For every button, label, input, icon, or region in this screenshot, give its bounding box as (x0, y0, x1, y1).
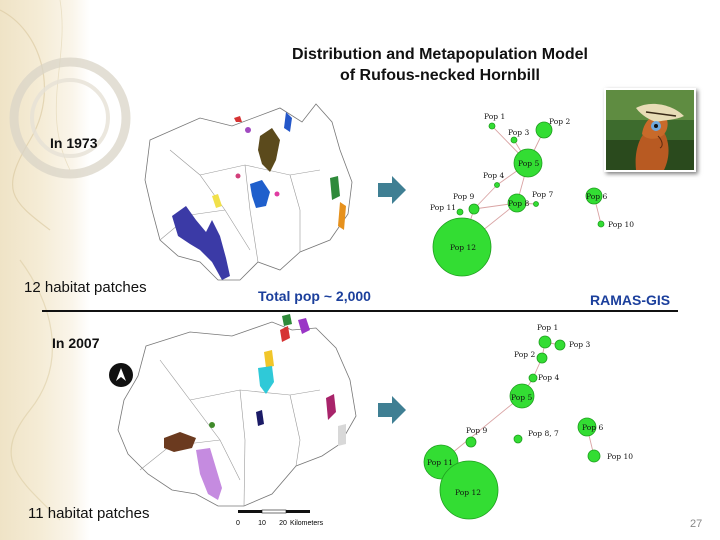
node-2007-pop3 (554, 339, 566, 351)
patch-count-2007: 11 habitat patches (28, 505, 150, 522)
patch-2007-green (282, 314, 292, 326)
node-2007-pop5 (509, 383, 535, 409)
node-2007-label-pop5: Pop 5 (511, 393, 532, 402)
patch-2007-grey (338, 424, 346, 446)
node-1973-pop11 (456, 208, 464, 216)
scale-tick-0: 0 (236, 520, 240, 527)
map-1973-district-lines (159, 149, 321, 263)
node-1973-label-pop11: Pop 11 (430, 203, 456, 212)
node-2007-label-pop9: Pop 9 (466, 426, 487, 435)
node-2007-label-pop1: Pop 1 (537, 323, 558, 332)
patch-1973-yellow (212, 194, 222, 208)
patch-2007-brown (164, 432, 196, 452)
node-2007-label-pop4: Pop 4 (538, 373, 559, 382)
node-2007-pop8-7 (513, 434, 523, 444)
patch-1973-red (234, 116, 242, 122)
node-1973-label-pop8: Pop 8 (508, 199, 529, 208)
node-1973-label-pop1: Pop 1 (484, 112, 505, 121)
patch-1973-orange (338, 202, 346, 230)
scale-tick-20: 20 (279, 520, 287, 527)
software-label: RAMAS-GIS (590, 292, 671, 308)
slide-title: Distribution and Metapopulation Model of… (230, 44, 650, 86)
node-1973-pop12 (432, 217, 492, 277)
node-1973-pop10 (597, 220, 605, 228)
patch-1973-olive (258, 128, 280, 172)
hornbill-photo (604, 88, 696, 172)
node-1973-pop8 (507, 193, 527, 213)
year-label-2007: In 2007 (52, 335, 100, 351)
patch-1973-green (330, 176, 340, 200)
title-line-1: Distribution and Metapopulation Model (292, 46, 588, 63)
scale-tick-10: 10 (258, 520, 266, 527)
node-2007-pop6 (577, 417, 597, 437)
decorative-swirl (0, 0, 71, 521)
node-1973-label-pop4: Pop 4 (483, 171, 504, 180)
patch-2007-yellow (264, 350, 274, 368)
node-2007-label-pop12: Pop 12 (455, 488, 481, 497)
patch-1973-royal-blue (250, 180, 270, 208)
node-2007-pop4 (528, 373, 538, 383)
patch-2007-small-green (209, 422, 215, 428)
map-2007 (117, 314, 357, 507)
patch-2007-navy (256, 410, 264, 426)
node-2007-pop1 (538, 335, 552, 349)
patch-1973-magenta (274, 191, 280, 197)
year-label-1973: In 1973 (50, 135, 98, 151)
node-1973-pop3 (510, 136, 518, 144)
node-1973-label-pop6: Pop 6 (586, 192, 607, 201)
node-1973-pop6 (585, 187, 603, 205)
node-2007-pop9 (465, 436, 477, 448)
node-1973-label-pop2: Pop 2 (549, 117, 570, 126)
node-2007-pop10 (587, 449, 601, 463)
node-1973-pop1 (488, 122, 496, 130)
node-2007-label-pop2: Pop 2 (514, 350, 535, 359)
patch-1973-blue (284, 112, 292, 132)
north-arrow-icon (109, 363, 133, 387)
arrow-2007 (378, 396, 406, 424)
node-1973-label-pop9: Pop 9 (453, 192, 474, 201)
page-number: 27 (690, 518, 703, 530)
network-2007: Pop 1 Pop 2 Pop 3 Pop 4 Pop 5 Pop 6 Pop … (423, 323, 633, 520)
node-1973-label-pop7: Pop 7 (532, 190, 553, 199)
total-population-label: Total pop ~ 2,000 (258, 288, 371, 304)
section-divider (42, 310, 678, 312)
title-line-2: of Rufous-necked Hornbill (340, 67, 540, 84)
node-1973-label-pop3: Pop 3 (508, 128, 529, 137)
node-1973-pop7 (533, 201, 539, 207)
patch-2007-red (280, 326, 290, 342)
scale-bar: 0 10 20 Kilometers (236, 509, 324, 527)
node-2007-label-pop6: Pop 6 (582, 423, 603, 432)
patch-2007-lilac (196, 448, 222, 500)
patch-2007-cyan (258, 366, 274, 394)
node-1973-label-pop12: Pop 12 (450, 243, 476, 252)
node-1973-pop5 (513, 148, 543, 178)
scale-unit: Kilometers (290, 520, 324, 527)
node-1973-label-pop10: Pop 10 (608, 220, 634, 229)
node-2007-label-pop10: Pop 10 (607, 452, 633, 461)
arrow-1973 (378, 176, 406, 204)
node-1973-pop9 (468, 203, 480, 215)
patch-1973-pink (235, 173, 241, 179)
map-2007-outline (117, 321, 357, 507)
node-1973-pop4 (494, 182, 500, 188)
map-1973 (144, 103, 353, 281)
patch-1973-indigo (172, 206, 230, 280)
patch-count-1973: 12 habitat patches (24, 279, 147, 296)
node-2007-label-pop11: Pop 11 (427, 458, 453, 467)
node-2007-label-pop3: Pop 3 (569, 340, 590, 349)
node-2007-pop12 (439, 460, 499, 520)
patch-2007-magenta (326, 394, 336, 420)
node-2007-pop2 (536, 352, 548, 364)
network-1973: Pop 1 Pop 2 Pop 3 Pop 4 Pop 5 Pop 6 Pop … (430, 112, 634, 277)
node-1973-pop2 (535, 121, 553, 139)
patch-1973-purple (245, 127, 251, 133)
patch-2007-purple (298, 318, 310, 334)
node-1973-label-pop5: Pop 5 (518, 159, 539, 168)
node-2007-label-pop8-7: Pop 8, 7 (528, 429, 559, 438)
